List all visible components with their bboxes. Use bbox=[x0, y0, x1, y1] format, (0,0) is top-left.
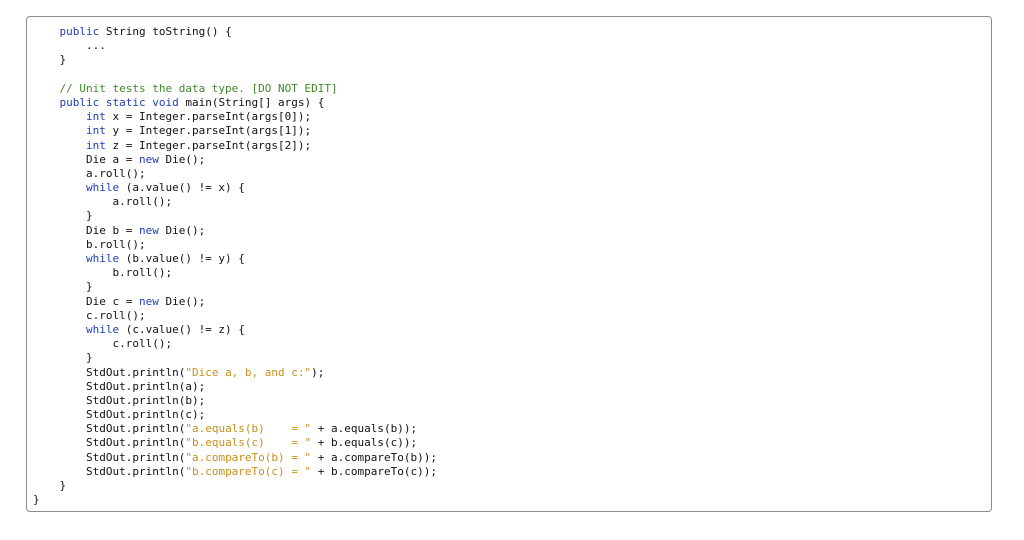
code-line: } bbox=[33, 53, 437, 67]
code-line: } bbox=[33, 209, 437, 223]
code-line: StdOut.println("Dice a, b, and c:"); bbox=[33, 366, 437, 380]
code-text: x = Integer.parseInt(args[0]); bbox=[105, 110, 312, 124]
code-string: "b.compareTo(c) = " bbox=[185, 464, 312, 478]
code-keyword: while bbox=[33, 322, 120, 336]
code-line: int z = Integer.parseInt(args[2]); bbox=[33, 139, 437, 153]
code-text: ); bbox=[311, 365, 325, 379]
code-keyword: new bbox=[138, 152, 159, 166]
code-text: Die(); bbox=[158, 152, 206, 166]
code-line: Die a = new Die(); bbox=[33, 153, 437, 167]
code-text: y = Integer.parseInt(args[1]); bbox=[105, 124, 312, 138]
code-text: main(String[] args) { bbox=[178, 95, 325, 109]
code-text: ... bbox=[33, 39, 106, 53]
code-line: public static void main(String[] args) { bbox=[33, 96, 437, 110]
code-line: c.roll(); bbox=[33, 337, 437, 351]
code-text: Die(); bbox=[158, 294, 206, 308]
code-text: String toString() { bbox=[99, 25, 232, 38]
code-string: "a.equals(b) = " bbox=[185, 422, 312, 436]
code-text: Die a = bbox=[33, 152, 139, 166]
code-line: public String toString() { bbox=[33, 25, 437, 39]
code-line: while (a.value() != x) { bbox=[33, 181, 437, 195]
code-line: } bbox=[33, 493, 437, 507]
code-line: StdOut.println("a.equals(b) = " + a.equa… bbox=[33, 422, 437, 436]
code-text: (a.value() != x) { bbox=[119, 181, 245, 195]
code-text: } bbox=[33, 479, 67, 492]
code-keyword: int bbox=[33, 110, 106, 124]
code-keyword: int bbox=[33, 124, 106, 138]
code-text: } bbox=[33, 280, 93, 294]
code-text: c.roll(); bbox=[33, 337, 173, 351]
code-text: Die b = bbox=[33, 223, 139, 237]
code-text: (c.value() != z) { bbox=[119, 322, 245, 336]
code-text: } bbox=[33, 351, 93, 365]
code-line: StdOut.println("a.compareTo(b) = " + a.c… bbox=[33, 451, 437, 465]
code-line: } bbox=[33, 351, 437, 365]
code-line: a.roll(); bbox=[33, 195, 437, 209]
code-text: + b.compareTo(c)); bbox=[311, 464, 438, 478]
code-line: int y = Integer.parseInt(args[1]); bbox=[33, 124, 437, 138]
code-keyword: int bbox=[33, 138, 106, 152]
code-text: a.roll(); bbox=[33, 195, 173, 209]
code-line: StdOut.println("b.compareTo(c) = " + b.c… bbox=[33, 465, 437, 479]
code-keyword: public static void bbox=[33, 95, 179, 109]
code-text: StdOut.println( bbox=[33, 450, 186, 464]
code-line: a.roll(); bbox=[33, 167, 437, 181]
code-keyword: public bbox=[33, 25, 100, 38]
code-panel: public String toString() { ... } // Unit… bbox=[26, 16, 992, 512]
code-text: StdOut.println( bbox=[33, 422, 186, 436]
code-text: StdOut.println(c); bbox=[33, 408, 206, 422]
code-string: "b.equals(c) = " bbox=[185, 436, 312, 450]
code-text: z = Integer.parseInt(args[2]); bbox=[105, 138, 312, 152]
code-text: (b.value() != y) { bbox=[119, 252, 245, 265]
code-line: c.roll(); bbox=[33, 309, 437, 323]
code-text: StdOut.println(b); bbox=[33, 393, 206, 407]
code-text: } bbox=[33, 209, 93, 223]
code-line: StdOut.println(c); bbox=[33, 408, 437, 422]
code-text: + b.equals(c)); bbox=[311, 436, 418, 450]
code-line: StdOut.println(b); bbox=[33, 394, 437, 408]
code-text: Die c = bbox=[33, 294, 139, 308]
code-line: while (b.value() != y) { bbox=[33, 252, 437, 266]
code-line: Die c = new Die(); bbox=[33, 295, 437, 309]
code-block: public String toString() { ... } // Unit… bbox=[33, 25, 437, 507]
code-keyword: while bbox=[33, 181, 120, 195]
code-line bbox=[33, 68, 437, 82]
code-line: ... bbox=[33, 39, 437, 53]
code-line: } bbox=[33, 479, 437, 493]
code-text: Die(); bbox=[158, 223, 206, 237]
code-text: } bbox=[33, 493, 40, 507]
code-line: while (c.value() != z) { bbox=[33, 323, 437, 337]
code-text: StdOut.println( bbox=[33, 365, 186, 379]
code-text: b.roll(); bbox=[33, 266, 173, 280]
code-keyword: while bbox=[33, 252, 120, 265]
code-keyword: new bbox=[138, 223, 159, 237]
code-text: StdOut.println(a); bbox=[33, 379, 206, 393]
code-line: b.roll(); bbox=[33, 238, 437, 252]
code-line: b.roll(); bbox=[33, 266, 437, 280]
code-string: "Dice a, b, and c:" bbox=[185, 365, 312, 379]
code-line: StdOut.println("b.equals(c) = " + b.equa… bbox=[33, 436, 437, 450]
code-text: } bbox=[33, 53, 67, 67]
code-string: "a.compareTo(b) = " bbox=[185, 450, 312, 464]
code-text: StdOut.println( bbox=[33, 464, 186, 478]
code-line: Die b = new Die(); bbox=[33, 224, 437, 238]
code-line: // Unit tests the data type. [DO NOT EDI… bbox=[33, 82, 437, 96]
code-line: StdOut.println(a); bbox=[33, 380, 437, 394]
code-text: StdOut.println( bbox=[33, 436, 186, 450]
code-text: b.roll(); bbox=[33, 237, 146, 251]
code-keyword: new bbox=[138, 294, 159, 308]
code-text: c.roll(); bbox=[33, 308, 146, 322]
code-text: + a.compareTo(b)); bbox=[311, 450, 438, 464]
code-text: + a.equals(b)); bbox=[311, 422, 418, 436]
code-text: a.roll(); bbox=[33, 166, 146, 180]
code-line: int x = Integer.parseInt(args[0]); bbox=[33, 110, 437, 124]
code-line: } bbox=[33, 280, 437, 294]
code-comment: // Unit tests the data type. [DO NOT EDI… bbox=[33, 81, 338, 95]
